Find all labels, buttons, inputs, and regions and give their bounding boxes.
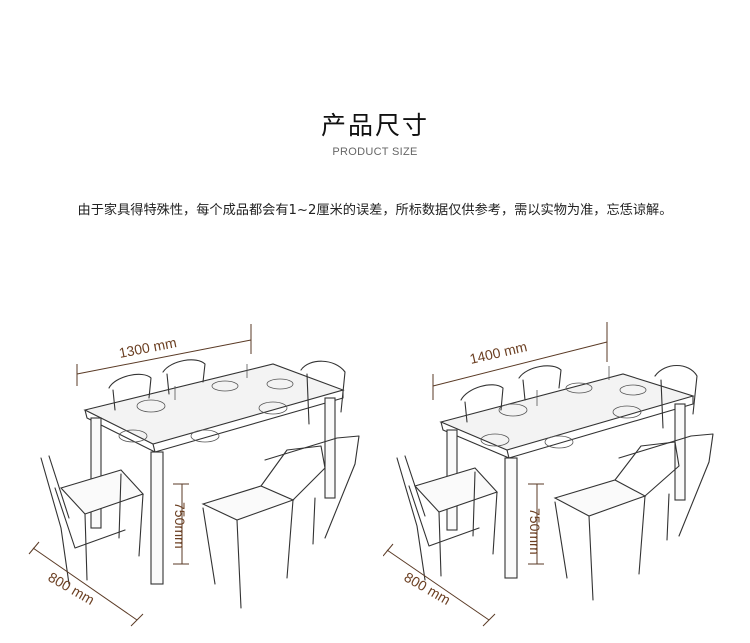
tolerance-notice: 由于家具得特殊性，每个成品都会有1~2厘米的误差，所标数据仅供参考，需以实物为准… <box>77 203 673 218</box>
dining-set-sketch-1300: 1300 mm <box>25 318 370 638</box>
height-dimension: 750mm <box>172 483 189 565</box>
height-label: 750mm <box>172 502 188 549</box>
depth-label: 800 mm <box>402 569 454 608</box>
back-chairs <box>460 364 698 429</box>
page-subtitle: PRODUCT SIZE <box>332 146 418 158</box>
depth-dimension: 800 mm <box>383 543 496 627</box>
front-right-chairs <box>201 435 360 609</box>
dining-set-drawing: 1400 mm <box>383 322 714 627</box>
page-title: 产品尺寸 <box>320 111 429 140</box>
back-chairs <box>108 359 346 425</box>
front-left-chair <box>396 455 498 581</box>
dining-table <box>439 366 695 579</box>
height-label: 750mm <box>527 508 543 555</box>
length-label: 1400 mm <box>468 338 528 367</box>
front-right-chairs <box>553 433 714 601</box>
front-left-chair <box>40 455 144 585</box>
dining-table <box>83 363 345 585</box>
height-dimension: 750mm <box>527 483 544 565</box>
dining-set-sketch-1400: 1400 mm <box>383 318 728 638</box>
length-label: 1300 mm <box>118 334 178 361</box>
dining-set-drawing: 1300 mm <box>28 324 360 627</box>
